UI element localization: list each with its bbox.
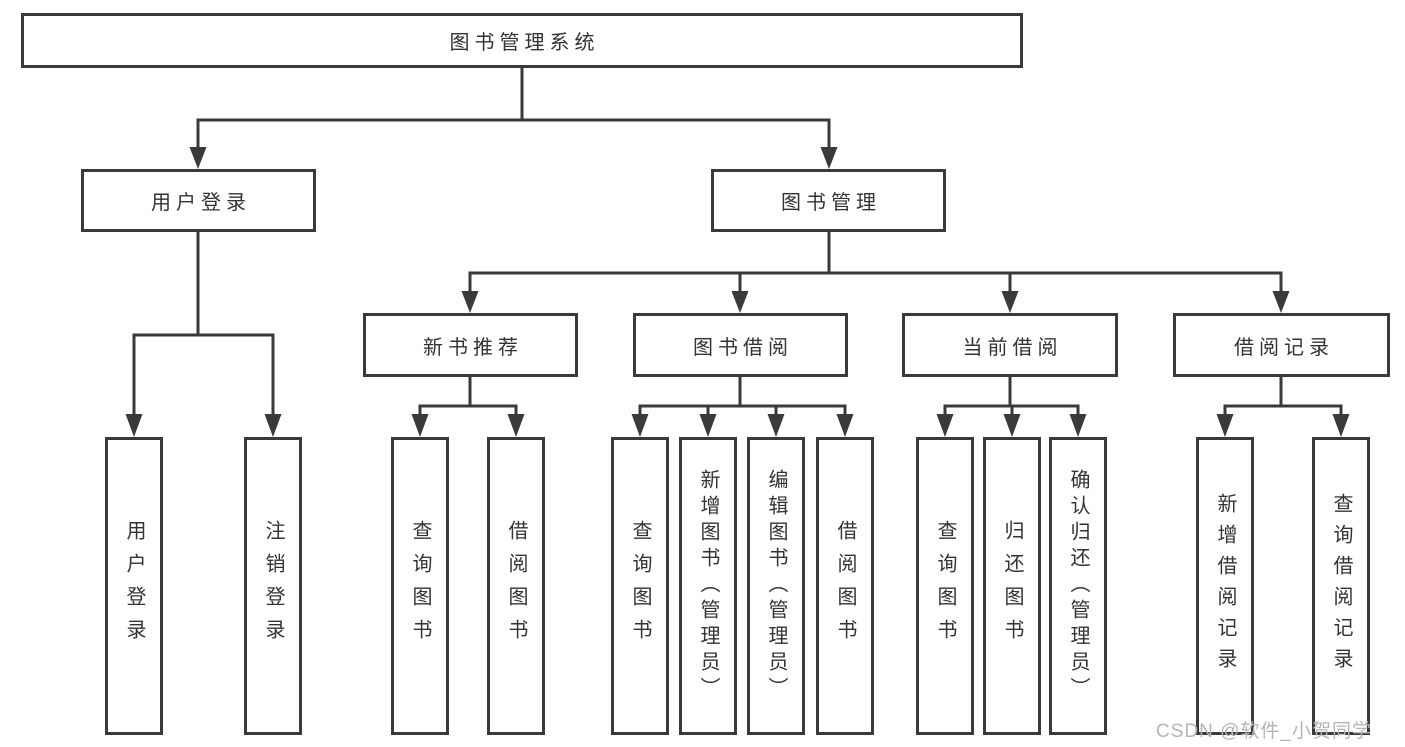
leaf-borrow-books: 借阅图书 <box>487 437 545 735</box>
node-label: 图书管理系统 <box>449 32 600 54</box>
node-book-borrowing: 图书借阅 <box>633 313 848 377</box>
leaf-label: 新增借阅记录 <box>1214 493 1236 679</box>
node-current-borrowing: 当前借阅 <box>902 313 1118 377</box>
node-new-book-recommendation: 新书推荐 <box>363 313 578 377</box>
leaf-label: 借阅图书 <box>505 520 527 652</box>
node-book-management: 图书管理 <box>711 169 946 232</box>
leaf-query-books: 查询图书 <box>391 437 449 735</box>
csdn-watermark: CSDN @软件_小贺同学 <box>1156 721 1372 742</box>
leaf-query-books: 查询图书 <box>916 437 974 735</box>
leaf-query-books: 查询图书 <box>611 437 669 735</box>
leaf-label: 归还图书 <box>1001 520 1023 652</box>
leaf-user-login: 用户登录 <box>105 437 163 735</box>
leaf-label: 查询借阅记录 <box>1330 493 1352 679</box>
leaf-label: 编辑图书（管理员） <box>765 469 787 703</box>
leaf-label: 查询图书 <box>934 520 956 652</box>
leaf-logout: 注销登录 <box>244 437 302 735</box>
leaf-add-borrow-record: 新增借阅记录 <box>1196 437 1254 735</box>
node-label: 图书管理 <box>781 192 881 214</box>
node-borrowing-records: 借阅记录 <box>1173 313 1390 377</box>
leaf-label: 新增图书（管理员） <box>697 469 719 703</box>
leaf-return-book: 归还图书 <box>983 437 1041 735</box>
leaf-label: 用户登录 <box>123 520 145 652</box>
node-label: 图书借阅 <box>693 336 793 359</box>
leaf-borrow-books: 借阅图书 <box>816 437 874 735</box>
leaf-label: 借阅图书 <box>834 520 856 652</box>
leaf-add-book-admin: 新增图书（管理员） <box>679 437 737 735</box>
node-label: 借阅记录 <box>1234 336 1334 359</box>
node-user-login: 用户登录 <box>81 169 316 232</box>
node-library-management-system: 图书管理系统 <box>21 13 1023 68</box>
node-label: 新书推荐 <box>423 336 523 359</box>
node-label: 当前借阅 <box>962 336 1063 359</box>
leaf-confirm-return-admin: 确认归还（管理员） <box>1049 437 1107 735</box>
leaf-query-borrow-record: 查询借阅记录 <box>1312 437 1370 735</box>
leaf-edit-book-admin: 编辑图书（管理员） <box>747 437 805 735</box>
node-label: 用户登录 <box>151 192 251 214</box>
leaf-label: 查询图书 <box>409 520 431 652</box>
leaf-label: 注销登录 <box>262 520 284 652</box>
leaf-label: 确认归还（管理员） <box>1067 469 1089 703</box>
leaf-label: 查询图书 <box>629 520 651 652</box>
